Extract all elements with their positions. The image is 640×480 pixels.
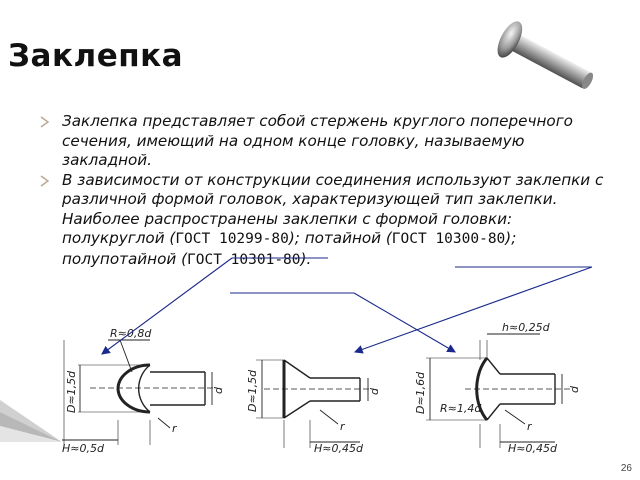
bullet-text: ); потайной ( — [288, 229, 392, 247]
rivet-3d-image — [497, 21, 594, 89]
label-D3: D≈1,6d — [414, 371, 427, 414]
bullet-item-types: В зависимости от конструкции соединения … — [32, 171, 610, 271]
drawing-countersunk-head — [256, 359, 370, 448]
label-r3: r — [527, 420, 533, 433]
label-d1: d — [212, 386, 225, 394]
bullet-text: В зависимости от конструкции соединения … — [62, 170, 604, 248]
label-D2: D≈1,5d — [246, 369, 259, 412]
drawing-semi-countersunk-head — [426, 333, 570, 448]
slide-title: Заклепка — [8, 38, 184, 74]
drawing-round-head — [62, 339, 215, 445]
label-d2: d — [368, 387, 381, 395]
label-R1: R≈0,8d — [110, 327, 152, 340]
label-H3: H≈0,45d — [508, 442, 558, 455]
decorative-swoosh — [0, 400, 62, 442]
rivet-drawings: R≈0,8d D≈1,5d d r H≈0,5d D≈1,5d d r H≈0,… — [62, 321, 581, 455]
gost-10301: ГОСТ 10301-80 — [187, 251, 301, 268]
label-r2: r — [340, 420, 346, 433]
label-H1: H≈0,5d — [62, 442, 105, 455]
bullet-text: ). — [300, 249, 312, 268]
gost-10299: ГОСТ 10299-80 — [175, 231, 289, 247]
bullet-item-definition: Заклепка представляет собой стержень кру… — [32, 112, 610, 171]
label-D1: D≈1,5d — [65, 370, 78, 413]
bullet-arrow-icon — [40, 174, 50, 187]
page-number: 26 — [620, 463, 632, 474]
bullet-list: Заклепка представляет собой стержень кру… — [32, 112, 610, 270]
gost-10300: ГОСТ 10300-80 — [391, 231, 506, 247]
label-r1: r — [172, 422, 178, 435]
label-H2: H≈0,45d — [314, 442, 364, 455]
bullet-arrow-icon — [40, 116, 50, 128]
label-h3: h≈0,25d — [502, 321, 551, 334]
bullet-text: Заклепка представляет собой стержень кру… — [62, 112, 573, 169]
label-R3: R≈1,4d — [440, 402, 482, 415]
label-d3: d — [568, 385, 581, 393]
